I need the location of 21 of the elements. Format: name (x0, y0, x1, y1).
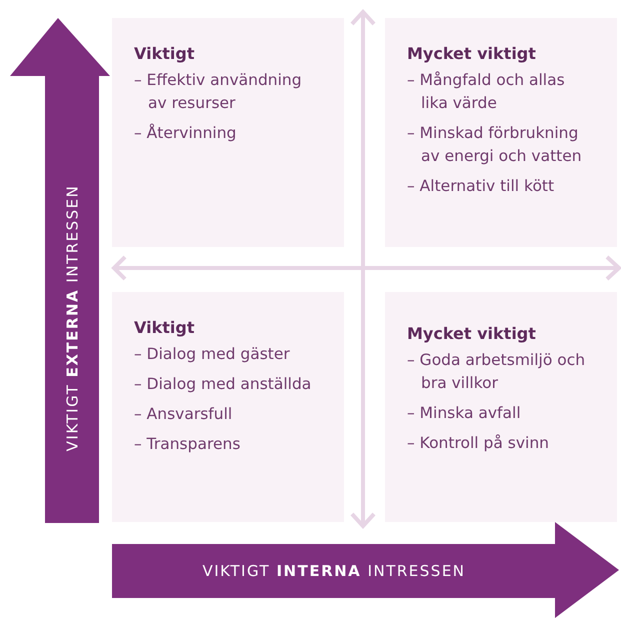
list-item: – Kontroll på svinn (407, 433, 550, 454)
list-item: – Goda arbetsmiljö och bra villkor (407, 350, 586, 394)
axis-label: VIKTIGT EXTERNA INTRESSEN (62, 184, 81, 452)
axis-label: VIKTIGT INTERNA INTRESSEN (202, 562, 466, 580)
list-item: – Transparens (134, 434, 242, 455)
list-item: – Återvinning (134, 122, 238, 144)
quadrant-heading: Mycket viktigt (407, 44, 536, 63)
quadrant-heading: Viktigt (134, 44, 194, 63)
list-item: – Dialog med anställda (134, 374, 312, 395)
list-item: – Minska avfall (407, 403, 522, 424)
vertical-arrow (10, 18, 110, 523)
list-item: – Ansvarsfull (134, 404, 234, 425)
list-item: – Dialog med gäster (134, 344, 291, 365)
horizontal-arrow (112, 522, 619, 618)
list-item: – Mångfald och allas lika värde (407, 70, 566, 114)
list-item: – Effektiv användning av resurser (134, 70, 303, 114)
quadrant-panel (385, 292, 617, 522)
list-item: – Minskad förbrukning av energi och vatten (407, 123, 583, 167)
quadrant-heading: Mycket viktigt (407, 324, 536, 343)
list-item: – Alternativ till kött (407, 176, 556, 197)
quadrant-heading: Viktigt (134, 318, 194, 337)
